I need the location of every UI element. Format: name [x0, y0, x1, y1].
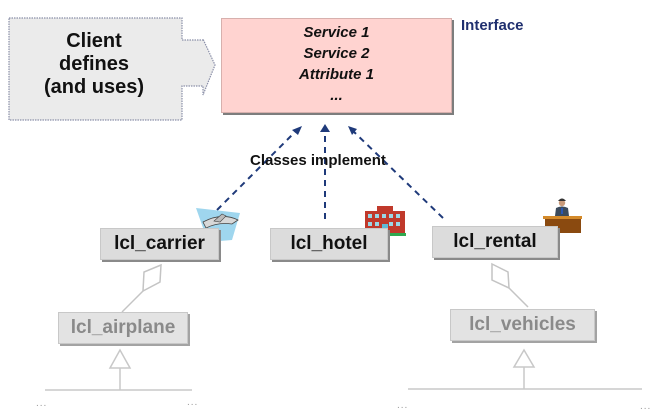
- aggregation-diamond-icon: [142, 263, 162, 293]
- aggregation-diamond-icon: [491, 262, 510, 290]
- inheritance-airplane: [45, 348, 192, 391]
- aggregation-carrier-airplane: [121, 263, 162, 313]
- class-box-rental: lcl_rental: [432, 226, 558, 258]
- interface-member: Attribute 1: [299, 66, 374, 83]
- rental-implements-line: [351, 129, 444, 219]
- implementation-label: Classes implement: [250, 152, 386, 169]
- arrowheads: [292, 124, 357, 135]
- class-box-airplane: lcl_airplane: [58, 312, 188, 344]
- interface-member: Service 2: [303, 45, 370, 62]
- class-box-vehicles: lcl_vehicles: [450, 309, 595, 341]
- ellipsis: ...: [187, 397, 199, 408]
- arrowhead-rental: [348, 126, 357, 135]
- inheritance-vehicles: [408, 348, 642, 390]
- client-label-line: (and uses): [43, 76, 145, 98]
- interface-member: Service 1: [303, 24, 370, 41]
- client-box: [8, 17, 216, 121]
- interface-title: Interface: [461, 17, 524, 34]
- client-label-line: Client: [66, 30, 122, 52]
- arrowhead-hotel: [320, 124, 330, 132]
- implements-arrows: [216, 129, 444, 219]
- ellipsis: ...: [36, 398, 48, 409]
- interface-box: Service 1 Service 2 Attribute 1 ...: [221, 18, 452, 113]
- carrier-implements-line: [216, 129, 298, 211]
- class-box-carrier: lcl_carrier: [100, 228, 219, 260]
- client-label: Client defines (and uses): [10, 30, 178, 99]
- ellipsis: ...: [397, 400, 409, 411]
- inheritance-triangle-icon: [108, 348, 132, 369]
- client-label-line: defines: [58, 53, 130, 75]
- interface-member: ...: [330, 87, 343, 104]
- inheritance-triangle-icon: [512, 348, 536, 368]
- class-box-hotel: lcl_hotel: [270, 228, 388, 260]
- aggregation-rental-vehicles: [491, 262, 529, 308]
- arrowhead-carrier: [292, 126, 302, 135]
- ellipsis: ...: [640, 401, 652, 412]
